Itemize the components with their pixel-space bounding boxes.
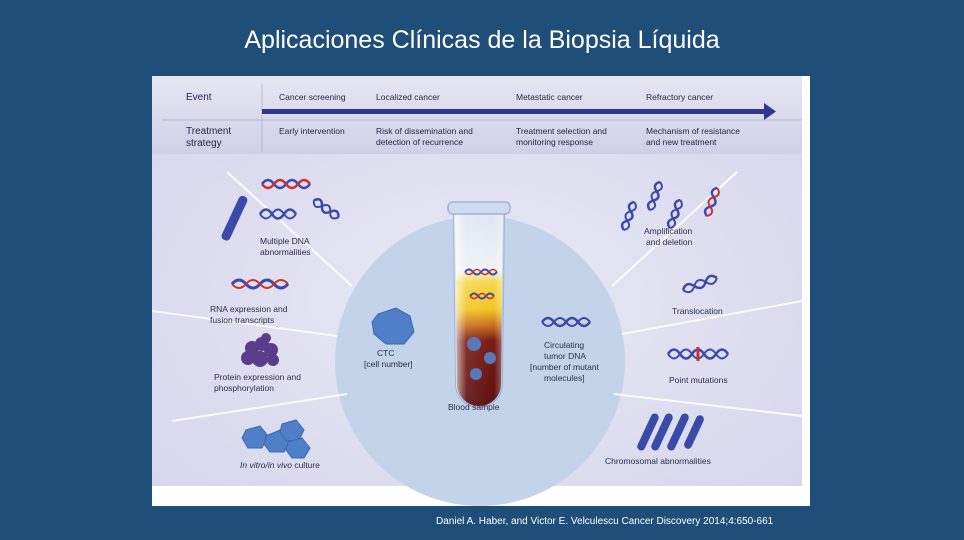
protein-label-1: Protein expression and bbox=[214, 372, 301, 382]
rna-label-1: RNA expression and bbox=[210, 304, 288, 314]
ctdna-label-1: Circulating bbox=[544, 340, 584, 350]
event-label: Event bbox=[186, 92, 212, 103]
strategy-treatment-line2: monitoring response bbox=[516, 137, 593, 147]
ctdna-label-4: molecules] bbox=[544, 373, 585, 383]
amplification-label-1: Amplification bbox=[644, 226, 692, 236]
ctdna-label-2: tumor DNA bbox=[544, 351, 586, 361]
radial-dividers bbox=[152, 171, 803, 422]
translocation-icon bbox=[681, 274, 718, 294]
event-refractory-cancer: Refractory cancer bbox=[646, 92, 713, 102]
event-localized-cancer: Localized cancer bbox=[376, 92, 440, 102]
rna-label-2: fusion transcripts bbox=[210, 315, 274, 325]
header-band bbox=[152, 76, 802, 154]
event-cancer-screening: Cancer screening bbox=[279, 92, 346, 102]
strategy-label-line1: Treatment bbox=[186, 126, 231, 137]
event-metastatic-cancer: Metastatic cancer bbox=[516, 92, 583, 102]
timeline-arrow-shaft bbox=[262, 109, 767, 114]
dna-abnormalities-label-1: Multiple DNA bbox=[260, 236, 310, 246]
timeline-arrow-head bbox=[764, 103, 776, 120]
strategy-resistance-line2: and new treatment bbox=[646, 137, 717, 147]
point-mutations-label: Point mutations bbox=[669, 375, 728, 385]
culture-label: In vitro/in vivo culture bbox=[240, 460, 320, 470]
ctdna-label-3: [number of mutant bbox=[530, 362, 600, 372]
strategy-early-intervention: Early intervention bbox=[279, 126, 345, 136]
strategy-resistance-line1: Mechanism of resistance bbox=[646, 126, 740, 136]
ctc-label-1: CTC bbox=[377, 348, 394, 358]
ctc-label-2: [cell number] bbox=[364, 359, 413, 369]
strategy-treatment-line1: Treatment selection and bbox=[516, 126, 607, 136]
blood-sample-label: Blood sample bbox=[448, 402, 500, 412]
citation: Daniel A. Haber, and Victor E. Velculesc… bbox=[436, 516, 774, 527]
slide-title: Aplicaciones Clínicas de la Biopsia Líqu… bbox=[244, 26, 720, 54]
culture-cells-icon bbox=[241, 419, 311, 459]
dna-abnormalities-icon bbox=[221, 178, 340, 241]
liquid-biopsy-figure: Event Treatment strategy Cancer screenin… bbox=[152, 76, 810, 506]
amplification-label-2: and deletion bbox=[646, 237, 693, 247]
strategy-risk-line1: Risk of dissemination and bbox=[376, 126, 473, 136]
chromosomal-label: Chromosomal abnormalities bbox=[605, 456, 711, 466]
ctc-cell-icon bbox=[371, 307, 415, 345]
dna-abnormalities-label-2: abnormalities bbox=[260, 247, 311, 257]
strategy-label-line2: strategy bbox=[186, 138, 222, 149]
figure-svg: Event Treatment strategy Cancer screenin… bbox=[152, 76, 803, 506]
protein-label-2: phosphorylation bbox=[214, 383, 274, 393]
amplification-icon bbox=[620, 180, 720, 232]
blood-tube-icon bbox=[447, 201, 511, 408]
ctdna-icon bbox=[541, 316, 591, 328]
translocation-label: Translocation bbox=[672, 306, 723, 316]
point-mutations-icon bbox=[666, 347, 730, 361]
rna-icon bbox=[230, 278, 290, 290]
strategy-risk-line2: detection of recurrence bbox=[376, 137, 463, 147]
chromosomes-icon bbox=[637, 413, 704, 451]
protein-icon bbox=[241, 333, 279, 367]
